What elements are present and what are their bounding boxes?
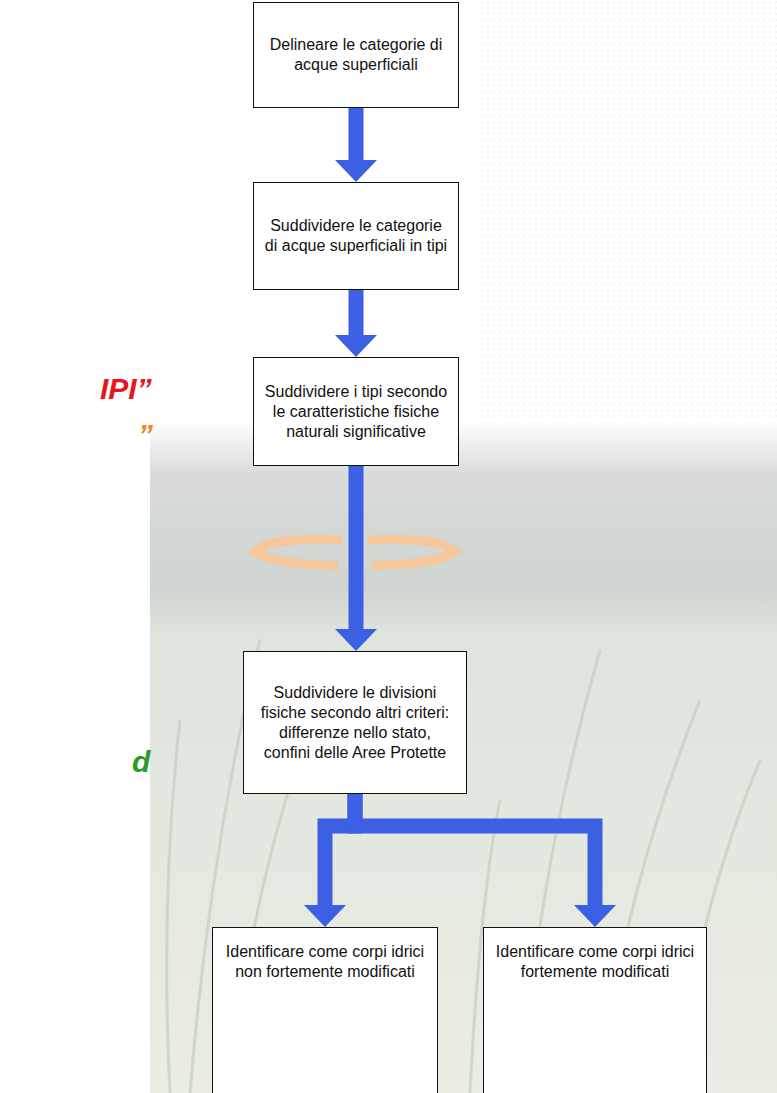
box-text: Identificare come corpi idrici non forte…	[213, 928, 437, 990]
box-text: Delineare le categorie di acque superfic…	[254, 27, 458, 83]
flow-arrow	[335, 108, 377, 182]
fragment-label: d	[132, 745, 150, 779]
flow-arrow	[335, 466, 377, 651]
process-box: Suddividere le divisioni fisiche secondo…	[243, 651, 467, 794]
flow-arrow	[355, 794, 616, 927]
fragment-label: IPI”	[100, 372, 152, 406]
fragment-label: ”	[138, 418, 153, 452]
process-box: Identificare come corpi idrici non forte…	[212, 927, 438, 1093]
box-text: Suddividere le categorie di acque superf…	[254, 208, 458, 264]
box-text: Suddividere i tipi secondo le caratteris…	[254, 374, 458, 450]
flow-arrow	[304, 794, 355, 927]
box-text: Suddividere le divisioni fisiche secondo…	[244, 675, 466, 771]
box-text: Identificare come corpi idrici fortement…	[484, 928, 706, 990]
process-box: Delineare le categorie di acque superfic…	[253, 2, 459, 108]
dot-texture	[480, 0, 777, 430]
process-box: Identificare come corpi idrici fortement…	[483, 927, 707, 1093]
process-box: Suddividere le categorie di acque superf…	[253, 182, 459, 290]
flow-arrow	[335, 290, 377, 357]
process-box: Suddividere i tipi secondo le caratteris…	[253, 357, 459, 466]
